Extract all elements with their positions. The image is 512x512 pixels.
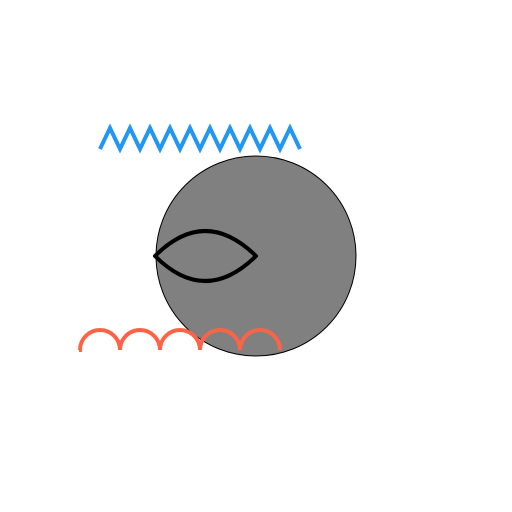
black-lens-shape [153, 229, 258, 283]
blue-zigzag-line [98, 123, 302, 154]
orange-arc-chain [78, 328, 282, 352]
